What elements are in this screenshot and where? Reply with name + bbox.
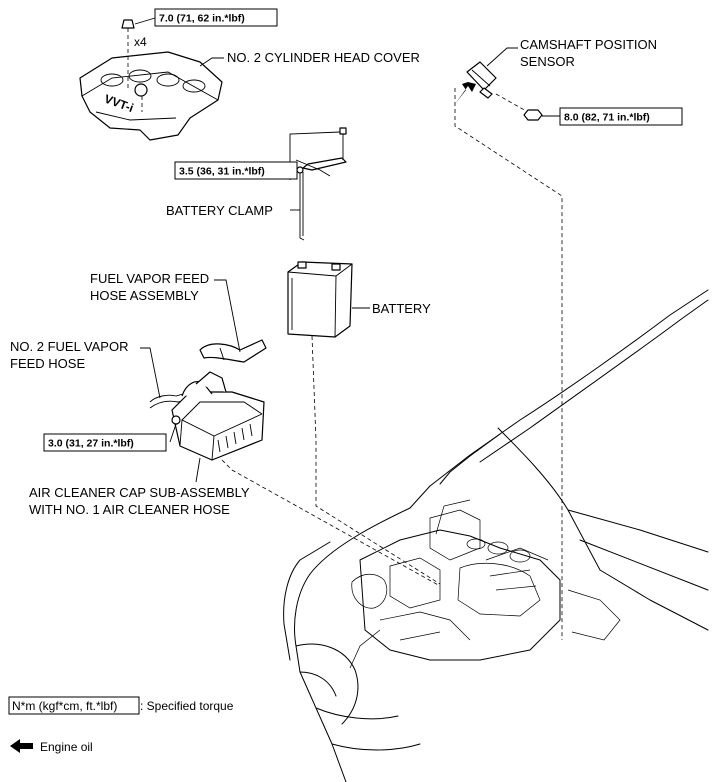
torque-box-battery-clamp: 3.5 (36, 31 in.*lbf) [174,161,298,180]
torque-box-cover-nut: 7.0 (71, 62 in.*lbf) [154,8,278,27]
air-cleaner-cap [171,371,265,461]
svg-text:7.0 (71, 62 in.*lbf): 7.0 (71, 62 in.*lbf) [159,13,245,25]
label-battery: BATTERY [372,301,431,316]
svg-text:3.5 (36, 31 in.*lbf): 3.5 (36, 31 in.*lbf) [179,166,265,178]
legend-engine-oil: Engine oil [10,739,93,754]
cover-nut-quantity: x4 [134,35,147,49]
camshaft-position-sensor [466,61,497,99]
label-camshaft-sensor-2: SENSOR [520,54,575,69]
label-fuel-vapor-feed-2: HOSE ASSEMBLY [90,288,199,303]
vehicle-engine-compartment [283,289,709,782]
cover-nut [121,19,135,90]
svg-text:8.0 (82, 71 in.*lbf): 8.0 (82, 71 in.*lbf) [564,112,650,124]
fuel-vapor-feed-hose-assembly [199,339,267,363]
legend-engine-oil-text: Engine oil [40,740,93,754]
legend-specified-torque: N*m (kgf*cm, ft.*lbf) : Specified torque [8,696,234,715]
svg-text:3.0 (31, 27 in.*lbf): 3.0 (31, 27 in.*lbf) [48,438,134,450]
battery-clamp [295,127,347,241]
label-air-cleaner-2: WITH NO. 1 AIR CLEANER HOSE [29,502,230,517]
engine-oil-arrow-icon [10,739,33,753]
torque-box-air-cleaner: 3.0 (31, 27 in.*lbf) [43,433,167,452]
no2-fuel-vapor-feed-hose [149,391,193,409]
legend-torque-desc: : Specified torque [140,699,234,713]
label-fuel-vapor-feed-1: FUEL VAPOR FEED [90,271,209,286]
label-camshaft-sensor-1: CAMSHAFT POSITION [520,37,657,52]
label-no2-fuel-vapor-2: FEED HOSE [10,356,85,371]
battery [287,261,353,338]
installation-leader-lines [141,88,563,640]
engine-oil-arrow-sensor [455,82,476,104]
cylinder-head-cover: VVT-i [79,51,223,141]
label-battery-clamp: BATTERY CLAMP [166,203,273,218]
legend-torque-unit: N*m (kgf*cm, ft.*lbf) [12,699,117,713]
sensor-bolt [495,93,543,121]
torque-box-sensor-bolt: 8.0 (82, 71 in.*lbf) [559,107,683,126]
label-no2-fuel-vapor-1: NO. 2 FUEL VAPOR [10,339,128,354]
label-air-cleaner-1: AIR CLEANER CAP SUB-ASSEMBLY [29,485,250,500]
label-cylinder-head-cover: NO. 2 CYLINDER HEAD COVER [227,50,420,65]
